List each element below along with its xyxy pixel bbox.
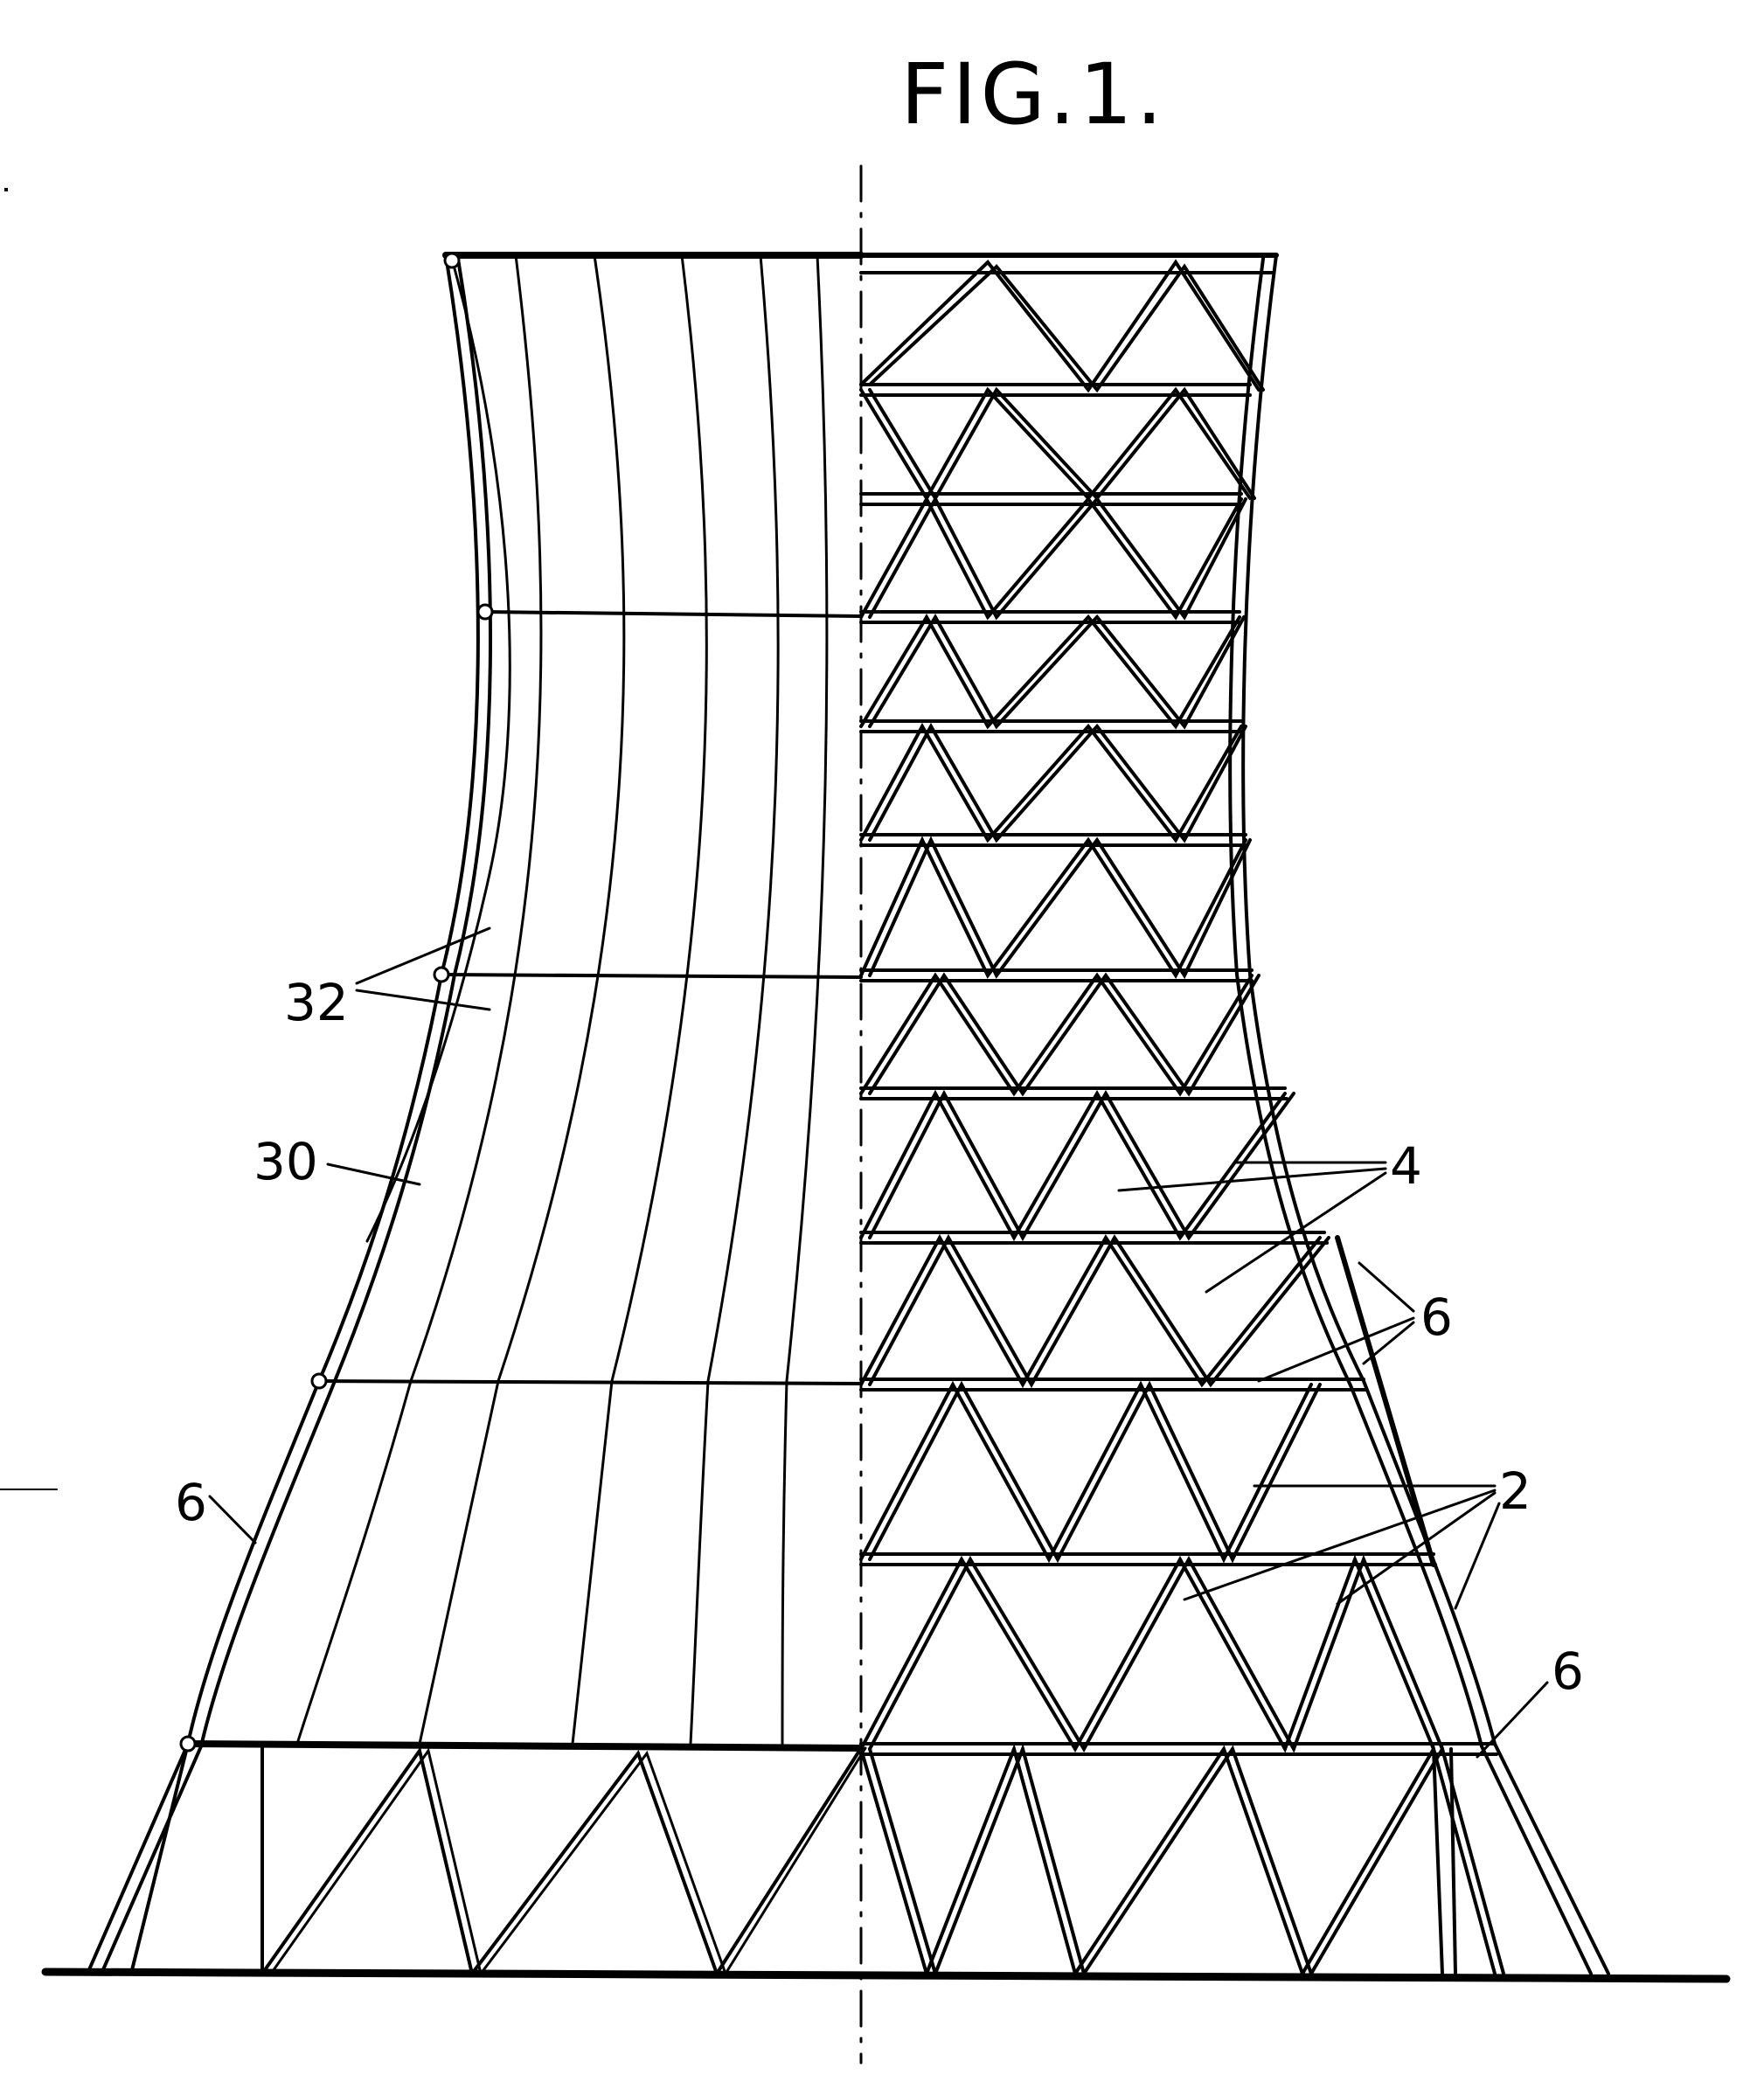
ref-label-32: 32 bbox=[284, 973, 349, 1032]
ref-label-30: 30 bbox=[253, 1132, 318, 1191]
ref-label-6-right-lower: 6 bbox=[1552, 1641, 1584, 1701]
right-lattice bbox=[858, 253, 1610, 1980]
ref-label-4: 4 bbox=[1390, 1136, 1422, 1196]
ref-label-6-right-upper: 6 bbox=[1420, 1287, 1453, 1347]
diagonal-members bbox=[859, 259, 1505, 1980]
figure-title: FIG.1. bbox=[900, 45, 1167, 143]
ref-label-6-left: 6 bbox=[175, 1473, 207, 1532]
ground-line bbox=[41, 1968, 1731, 1983]
leader-lines bbox=[208, 927, 1549, 1759]
ref-label-2: 2 bbox=[1499, 1461, 1531, 1521]
scan-dot bbox=[4, 188, 8, 191]
left-shell bbox=[86, 252, 867, 1978]
